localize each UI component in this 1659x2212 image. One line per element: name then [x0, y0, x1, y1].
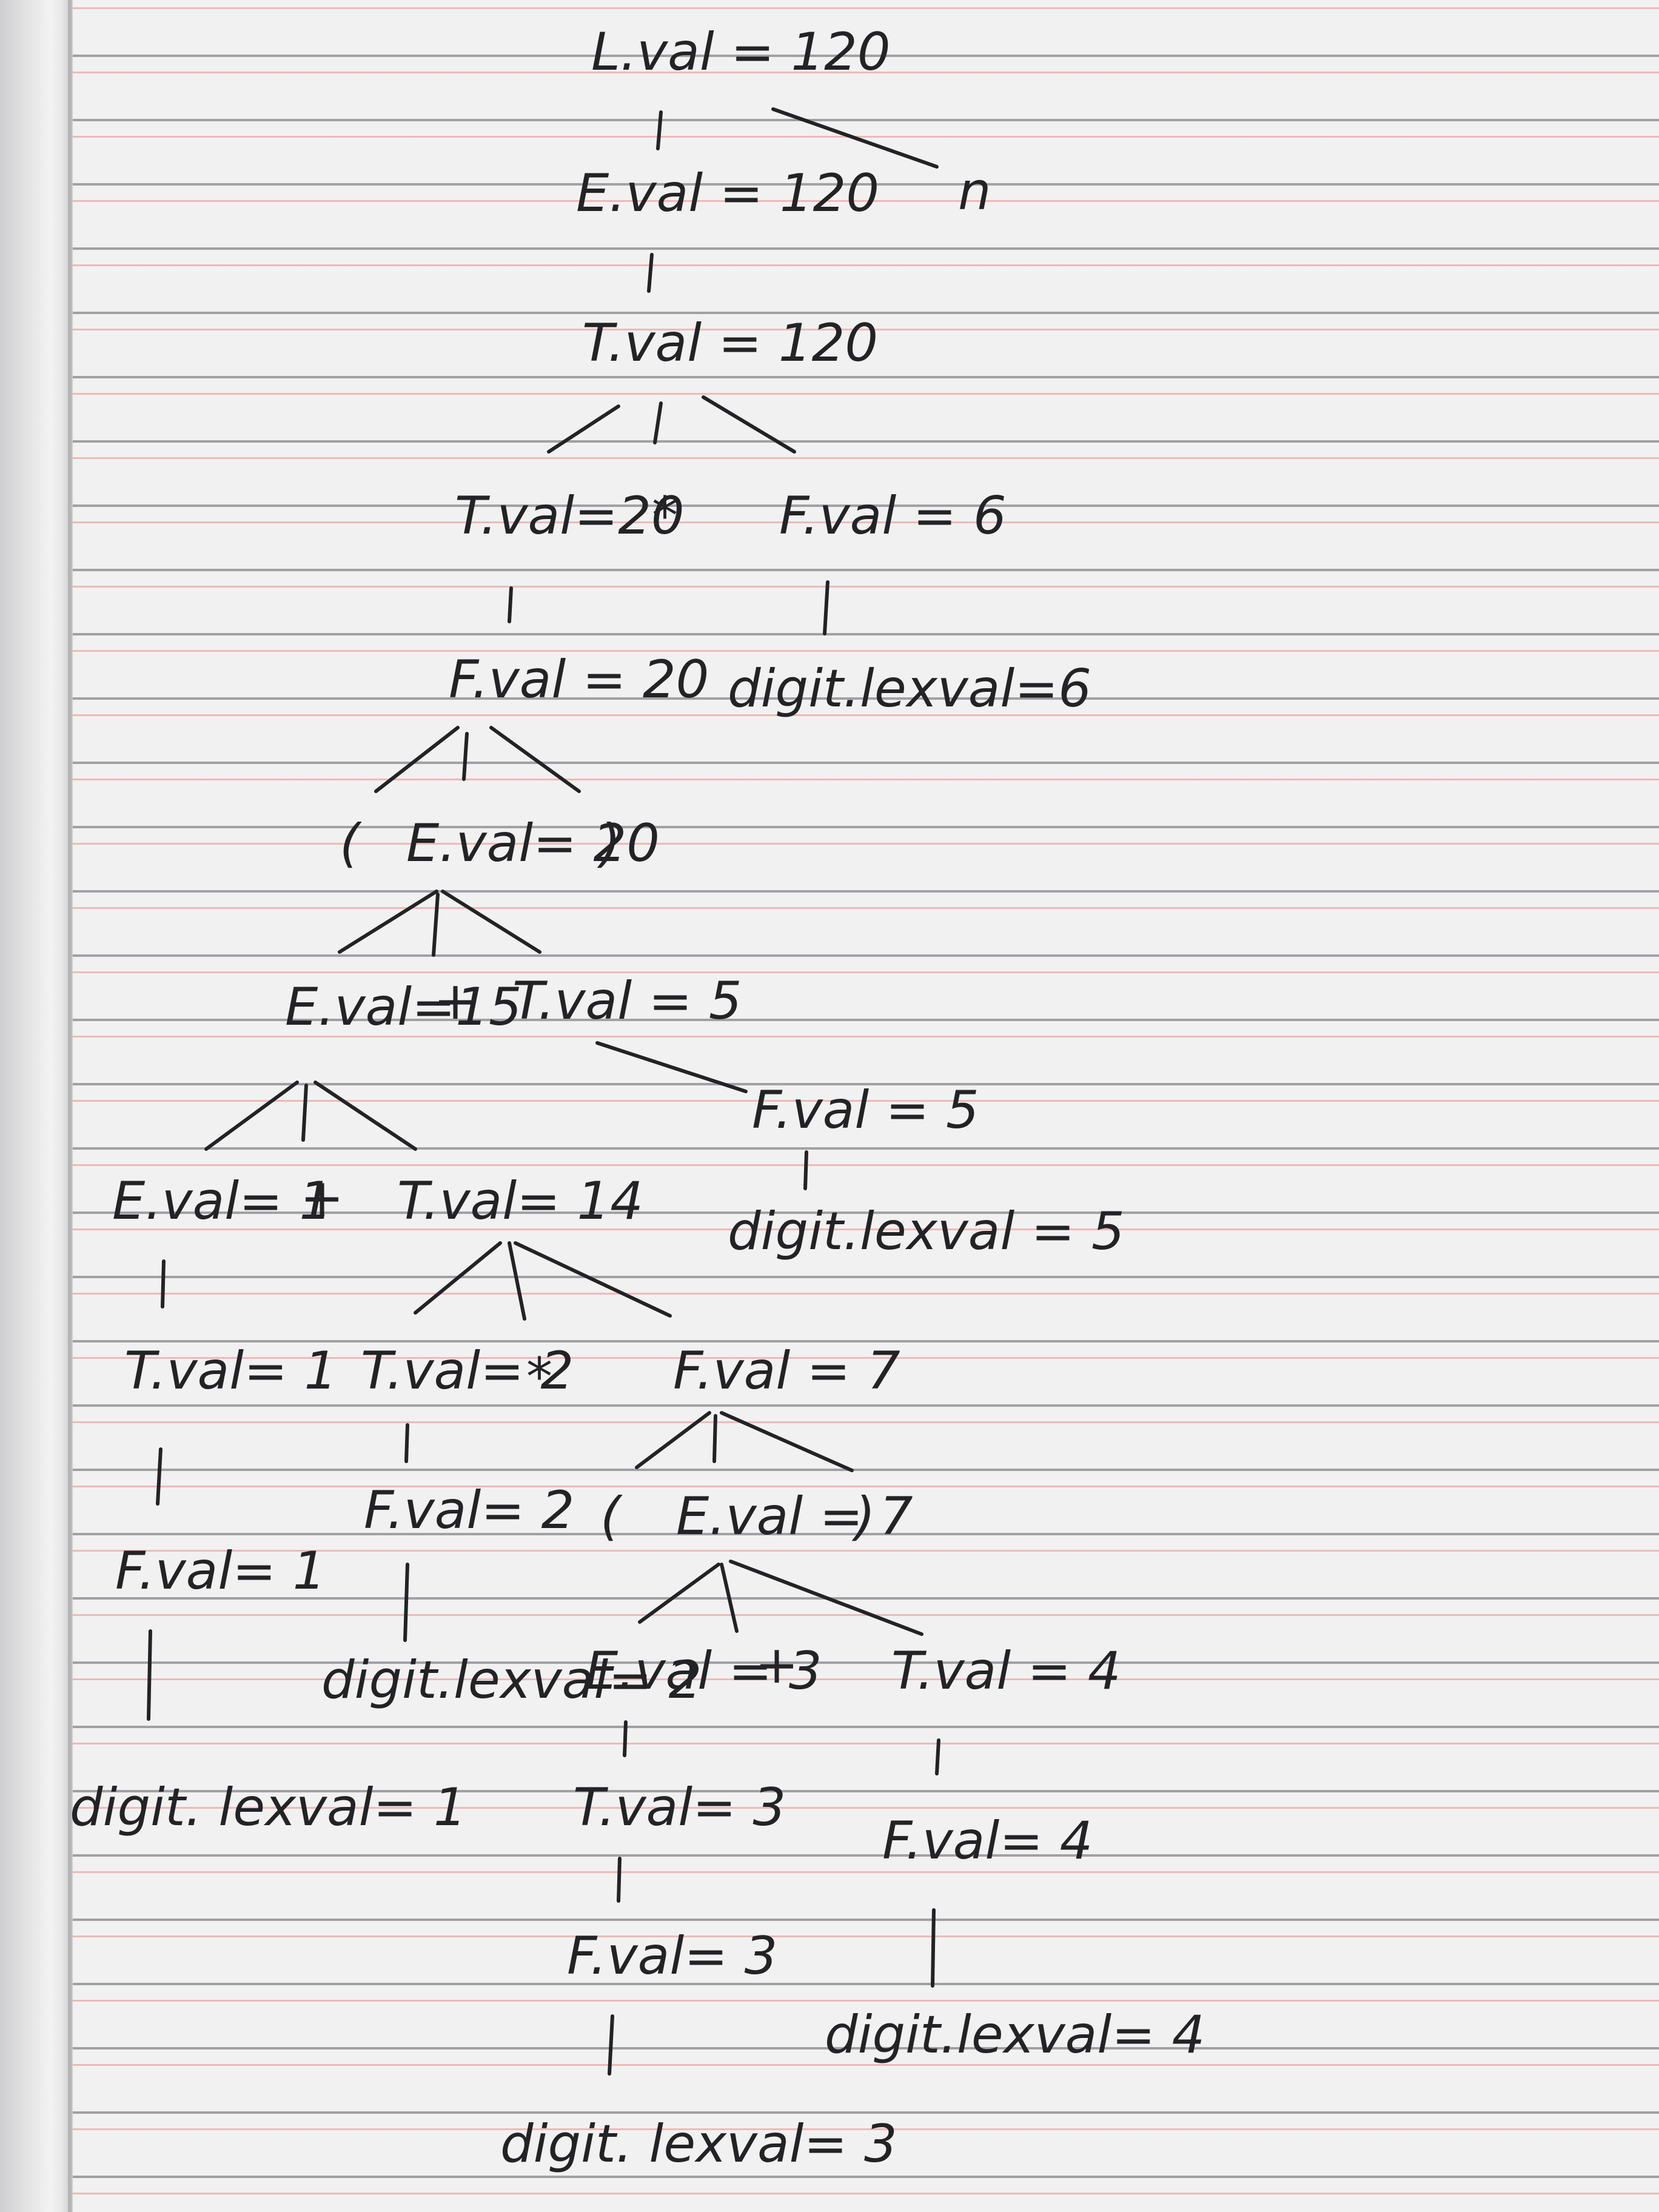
node-l-root: L.val = 120 [591, 22, 891, 82]
node-f-7: F.val = 7 [673, 1341, 900, 1401]
binding-edge [68, 0, 72, 2212]
edge-t4-f4 [935, 1738, 940, 1775]
edge-f7-e7 [712, 1414, 717, 1463]
node-e-120: E.val = 120 [576, 163, 879, 224]
edge-f20-rparen [489, 726, 581, 793]
edge-f5-digit5 [803, 1150, 808, 1190]
edge-l-n [771, 107, 939, 169]
edge-t14-t2 [414, 1241, 502, 1315]
tree-nodes: L.val = 120 n E.val = 120 T.val = 120 T.… [70, 22, 1205, 2174]
node-plus-inner: + [755, 1635, 799, 1695]
edge-f6-digit6 [823, 580, 830, 635]
edge-e20-t5 [441, 890, 541, 954]
node-digit-6: digit.lexval=6 [728, 659, 1091, 719]
edge-t3-f3 [617, 1857, 622, 1903]
node-t-120: T.val = 120 [582, 313, 878, 374]
edge-e15-plus [301, 1084, 308, 1142]
node-plus-left: + [300, 1168, 344, 1228]
edge-t120-f6 [702, 395, 796, 454]
node-t-20: T.val=20 [455, 486, 685, 546]
edge-t1-f1 [156, 1447, 163, 1506]
node-e-7: E.val = 7 [676, 1486, 913, 1547]
edge-e15-e1 [204, 1081, 299, 1151]
node-digit-4: digit.lexval= 4 [825, 2005, 1205, 2065]
node-f-2: F.val= 2 [364, 1480, 574, 1541]
edge-e7-e3 [638, 1563, 720, 1624]
node-digit-3: digit. lexval= 3 [500, 2114, 897, 2174]
edge-f4-digit4 [931, 1908, 936, 1988]
edge-f3-digit3 [608, 2014, 614, 2076]
edge-f1-digit1 [147, 1629, 152, 1721]
node-e-20: E.val= 20 [406, 813, 660, 874]
node-n-token: n [958, 161, 991, 222]
edge-f7-rparen [720, 1411, 854, 1472]
edge-e1-t1 [161, 1259, 166, 1309]
edge-t120-t20 [547, 404, 620, 454]
edge-t14-f7 [514, 1241, 672, 1318]
node-star-mid: * [526, 1347, 552, 1407]
node-f-4: F.val= 4 [882, 1811, 1093, 1871]
node-star-top: * [652, 486, 678, 546]
node-t-14: T.val= 14 [397, 1171, 643, 1232]
node-rparen-inner: ) [851, 1486, 876, 1547]
node-e-15: E.val=15 [285, 977, 522, 1037]
notebook-binding [0, 0, 73, 2212]
node-rparen-outer: ) [597, 813, 621, 874]
node-f-1: F.val= 1 [115, 1541, 326, 1601]
node-f-20: F.val = 20 [449, 649, 709, 710]
node-t-1: T.val= 1 [124, 1341, 337, 1401]
edge-e15-t14 [313, 1081, 417, 1151]
node-digit-2: digit.lexval= 2 [321, 1650, 702, 1711]
edge-e3-t3 [623, 1720, 628, 1757]
node-t-3: T.val= 3 [573, 1777, 786, 1838]
node-f-6: F.val = 6 [779, 486, 1007, 546]
node-e-1: E.val= 1 [112, 1171, 332, 1232]
node-f-5: F.val = 5 [752, 1080, 979, 1141]
edge-e7-plus [720, 1563, 739, 1633]
node-plus-mid: + [434, 971, 477, 1031]
edge-f20-lparen [374, 726, 460, 793]
edge-t120-star [653, 401, 663, 444]
node-e-3: E.val = 3 [585, 1641, 822, 1701]
edge-t2-f2 [404, 1423, 409, 1463]
edge-e20-e15 [338, 890, 438, 954]
edge-l-e [656, 110, 663, 150]
node-digit-1: digit. lexval= 1 [70, 1777, 467, 1838]
edge-t20-f20 [508, 586, 513, 623]
edge-t14-star [508, 1241, 526, 1321]
node-lparen-inner: ( [600, 1486, 623, 1547]
tree-edges [147, 107, 940, 2076]
node-t-5: T.val = 5 [512, 971, 742, 1031]
edge-e20-plus [432, 893, 440, 957]
edge-f2-digit2 [403, 1563, 409, 1642]
node-f-3: F.val= 3 [567, 1926, 777, 1986]
node-t-2: T.val= 2 [361, 1341, 574, 1401]
edge-t5-f5 [595, 1041, 748, 1093]
node-lparen-outer: ( [340, 813, 362, 874]
edge-e-t [647, 253, 654, 293]
node-t-4: T.val = 4 [891, 1641, 1121, 1701]
edge-e7-t4 [729, 1560, 923, 1636]
node-digit-5: digit.lexval = 5 [728, 1201, 1125, 1262]
edge-f7-lparen [635, 1411, 711, 1469]
edge-f20-e20 [462, 732, 469, 781]
